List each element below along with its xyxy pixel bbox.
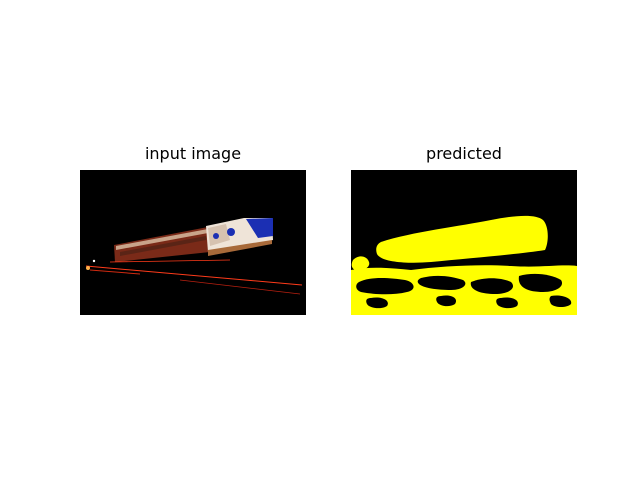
- predicted-title: predicted: [426, 144, 502, 163]
- mask-foreground: [351, 215, 577, 315]
- track-lights: [85, 259, 303, 295]
- train-mask: [376, 215, 548, 263]
- train: [114, 218, 273, 262]
- locomotive-nose: [246, 218, 273, 238]
- mask-holes: [356, 273, 572, 309]
- signal-light: [86, 266, 90, 270]
- predicted-mask-canvas: [351, 170, 577, 315]
- predicted-mask: [351, 170, 577, 315]
- input-image-canvas: [80, 170, 306, 315]
- input-image-title: input image: [144, 144, 242, 163]
- input-image: [80, 170, 306, 315]
